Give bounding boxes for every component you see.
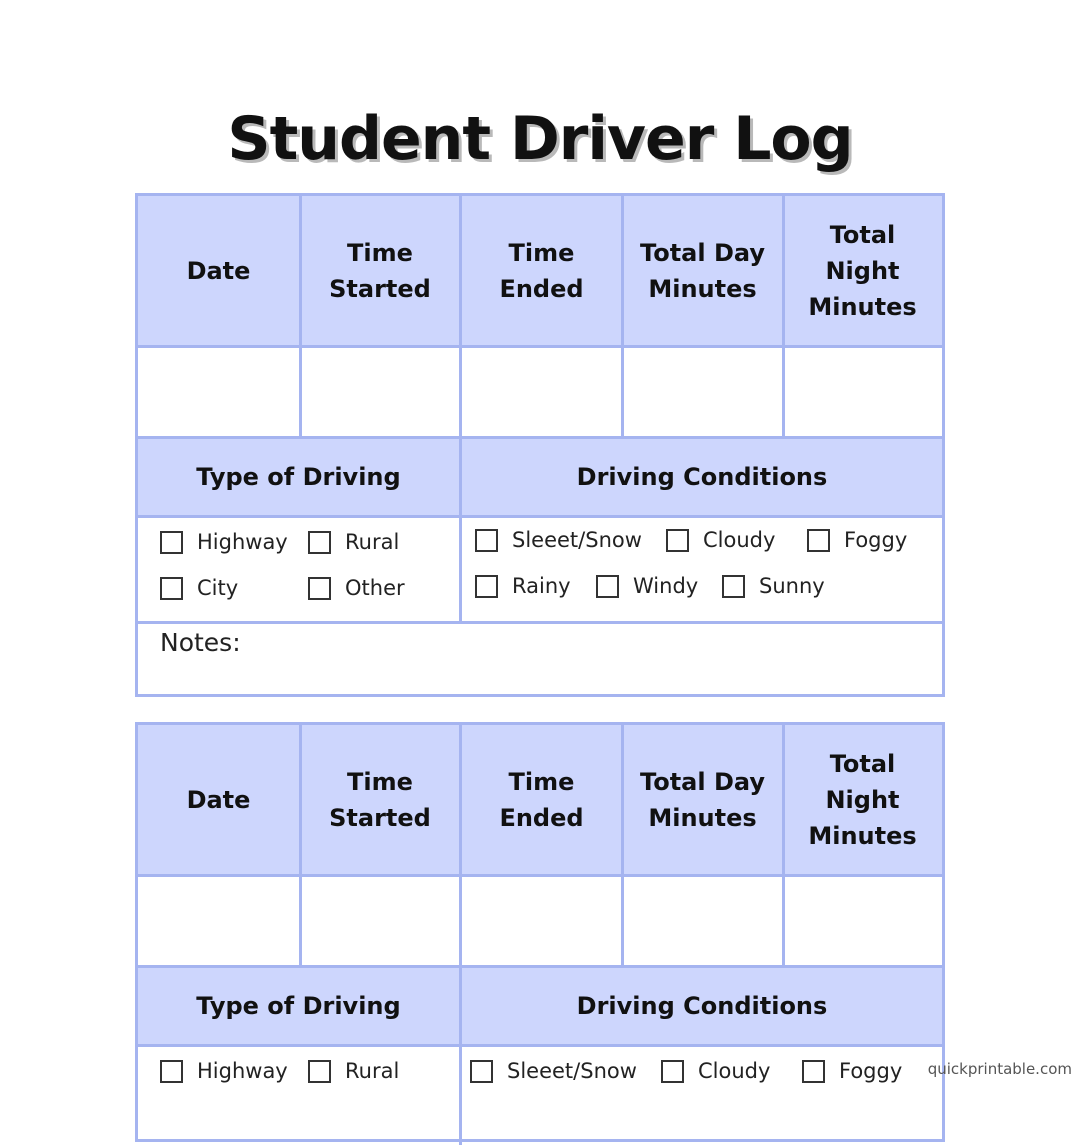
highway-checkbox[interactable]: Highway xyxy=(160,530,288,554)
checkbox-square-icon[interactable] xyxy=(666,528,689,552)
page-title: Student Driver Log xyxy=(227,104,853,174)
cloudy-checkbox[interactable]: Cloudy xyxy=(666,528,775,552)
sleet-snow-checkbox[interactable]: Sleeet/Snow xyxy=(475,528,642,552)
checkbox-square-icon[interactable] xyxy=(722,574,745,598)
checkbox-square-icon[interactable] xyxy=(160,576,183,600)
rural-checkbox[interactable]: Rural xyxy=(308,530,399,554)
windy-checkbox[interactable]: Windy xyxy=(596,574,698,598)
night-minutes-entry-cell[interactable] xyxy=(786,877,942,965)
date-entry-cell[interactable] xyxy=(138,877,299,965)
city-checkbox[interactable]: City xyxy=(160,576,238,600)
other-label: Other xyxy=(345,576,405,600)
highway-label: Highway xyxy=(197,530,288,554)
cloudy-label: Cloudy xyxy=(698,1059,771,1083)
rural-label: Rural xyxy=(345,1059,400,1083)
rainy-checkbox[interactable]: Rainy xyxy=(475,574,571,598)
col-time-ended-label: Time Ended xyxy=(499,238,584,303)
sleet-snow-label: Sleeet/Snow xyxy=(512,528,642,552)
checkbox-square-icon[interactable] xyxy=(308,530,331,554)
log-entry-2: Date Time Started Time Ended Total Day M… xyxy=(135,722,945,1145)
col-date-label: Date xyxy=(186,256,251,285)
col-day-minutes-header: Total Day Minutes xyxy=(622,725,783,874)
foggy-checkbox[interactable]: Foggy xyxy=(807,528,907,552)
checkbox-square-icon[interactable] xyxy=(661,1059,684,1083)
checkbox-square-icon[interactable] xyxy=(807,528,830,552)
foggy-label: Foggy xyxy=(844,528,908,552)
col-night-minutes-header: Total Night Minutes xyxy=(783,725,942,874)
sleet-snow-label: Sleeet/Snow xyxy=(507,1059,637,1083)
time-started-entry-cell[interactable] xyxy=(302,877,461,965)
col-night-minutes-label: Total Night Minutes xyxy=(808,220,917,321)
type-of-driving-header: Type of Driving xyxy=(138,968,459,1044)
type-of-driving-header: Type of Driving xyxy=(138,439,459,515)
checkbox-square-icon[interactable] xyxy=(160,1059,183,1083)
city-label: City xyxy=(197,576,239,600)
col-date-label: Date xyxy=(186,785,251,814)
time-ended-entry-cell[interactable] xyxy=(464,877,622,965)
day-minutes-entry-cell[interactable] xyxy=(625,877,783,965)
driving-conditions-header: Driving Conditions xyxy=(462,439,942,515)
col-day-minutes-label: Total Day Minutes xyxy=(640,238,765,303)
col-time-started-header: Time Started xyxy=(299,196,461,345)
type-of-driving-label: Type of Driving xyxy=(196,463,401,491)
rainy-label: Rainy xyxy=(512,574,571,598)
type-of-driving-label: Type of Driving xyxy=(196,992,401,1020)
checkbox-square-icon[interactable] xyxy=(308,1059,331,1083)
col-time-started-label: Time Started xyxy=(329,238,431,303)
highway-label: Highway xyxy=(197,1059,288,1083)
driving-conditions-label: Driving Conditions xyxy=(576,463,828,491)
time-ended-entry-cell[interactable] xyxy=(464,348,622,436)
notes-field[interactable]: Notes: xyxy=(138,624,942,694)
checkbox-square-icon[interactable] xyxy=(470,1059,493,1083)
driving-conditions-header: Driving Conditions xyxy=(462,968,942,1044)
col-day-minutes-label: Total Day Minutes xyxy=(640,767,765,832)
col-time-started-header: Time Started xyxy=(299,725,461,874)
col-date-header: Date xyxy=(138,725,299,874)
cloudy-label: Cloudy xyxy=(703,528,776,552)
checkbox-square-icon[interactable] xyxy=(596,574,619,598)
foggy-label: Foggy xyxy=(839,1059,903,1083)
night-minutes-entry-cell[interactable] xyxy=(786,348,942,436)
checkbox-square-icon[interactable] xyxy=(475,574,498,598)
watermark: quickprintable.com xyxy=(927,1060,1072,1078)
rural-label: Rural xyxy=(345,530,400,554)
col-night-minutes-label: Total Night Minutes xyxy=(808,749,917,850)
driving-conditions-label: Driving Conditions xyxy=(576,992,828,1020)
col-night-minutes-header: Total Night Minutes xyxy=(783,196,942,345)
cloudy-checkbox[interactable]: Cloudy xyxy=(661,1059,770,1083)
other-checkbox[interactable]: Other xyxy=(308,576,405,600)
checkbox-square-icon[interactable] xyxy=(802,1059,825,1083)
checkbox-square-icon[interactable] xyxy=(475,528,498,552)
col-time-ended-header: Time Ended xyxy=(461,196,622,345)
col-time-ended-header: Time Ended xyxy=(461,725,622,874)
highway-checkbox[interactable]: Highway xyxy=(160,1059,288,1083)
date-entry-cell[interactable] xyxy=(138,348,299,436)
rural-checkbox[interactable]: Rural xyxy=(308,1059,399,1083)
sleet-snow-checkbox[interactable]: Sleeet/Snow xyxy=(470,1059,637,1083)
sunny-checkbox[interactable]: Sunny xyxy=(722,574,825,598)
col-date-header: Date xyxy=(138,196,299,345)
col-time-ended-label: Time Ended xyxy=(499,767,584,832)
windy-label: Windy xyxy=(633,574,699,598)
notes-label: Notes: xyxy=(160,628,241,657)
checkbox-square-icon[interactable] xyxy=(160,530,183,554)
col-time-started-label: Time Started xyxy=(329,767,431,832)
time-started-entry-cell[interactable] xyxy=(302,348,461,436)
foggy-checkbox[interactable]: Foggy xyxy=(802,1059,902,1083)
sunny-label: Sunny xyxy=(759,574,825,598)
col-day-minutes-header: Total Day Minutes xyxy=(622,196,783,345)
log-entry-1: Date Time Started Time Ended Total Day M… xyxy=(135,193,945,697)
checkbox-square-icon[interactable] xyxy=(308,576,331,600)
day-minutes-entry-cell[interactable] xyxy=(625,348,783,436)
